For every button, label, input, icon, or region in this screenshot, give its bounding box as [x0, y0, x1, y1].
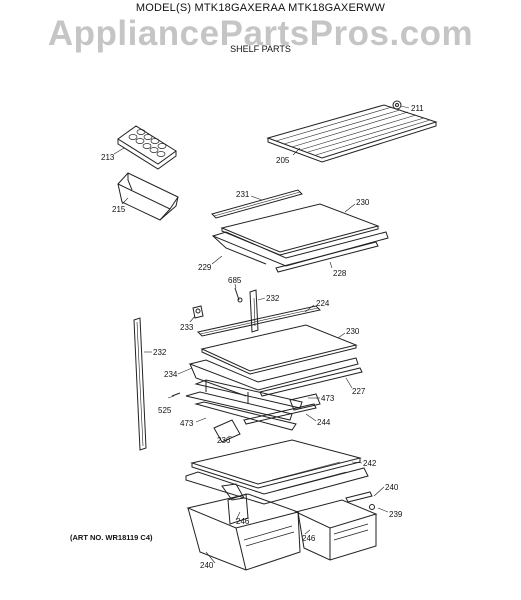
shelf-trim-231	[211, 189, 303, 219]
screw-211	[392, 100, 402, 110]
callout-227: 227	[352, 387, 366, 396]
callout-229: 229	[198, 263, 212, 272]
callout-234: 234	[164, 370, 178, 379]
model-line: MODEL(S) MTK18GAXERAA MTK18GAXERWW	[135, 2, 386, 14]
callout-685: 685	[228, 276, 242, 285]
shelf-bracket-232	[249, 289, 259, 333]
callout-232: 232	[153, 348, 167, 357]
callout-230: 230	[346, 327, 360, 336]
knob-233	[192, 305, 204, 319]
wire-shelf-205	[266, 104, 438, 163]
crisper-drawer-240-left	[186, 493, 301, 571]
door-bin-215	[117, 172, 179, 221]
callout-244: 244	[317, 418, 331, 427]
callout-230: 230	[356, 198, 370, 207]
callout-242: 242	[363, 459, 377, 468]
callout-525: 525	[158, 406, 172, 415]
callout-205: 205	[276, 156, 290, 165]
shelf-frame-234	[188, 357, 359, 397]
long-rail-232	[133, 317, 147, 451]
callout-232: 232	[266, 294, 280, 303]
section-title: SHELF PARTS	[230, 44, 291, 54]
screw-525	[171, 392, 181, 397]
crisper-cover-242	[185, 439, 369, 505]
shelf-support-236	[213, 419, 241, 443]
callout-239: 246	[236, 517, 250, 526]
egg-tray-213	[117, 125, 177, 170]
callout-215: 215	[112, 205, 126, 214]
callout-246: 246	[302, 534, 316, 543]
callout-labels: 211 205 213 215 231 230 229 228 685 232 …	[101, 104, 424, 570]
screw-685	[234, 287, 243, 303]
shelf-trim-228	[275, 241, 379, 273]
callout-240: 240	[385, 483, 399, 492]
watermark-logo: AppliancePartsPros.com	[47, 14, 474, 53]
callout-211: 211	[411, 104, 424, 113]
callout-473: 473	[321, 394, 335, 403]
callout-228: 228	[333, 269, 347, 278]
callout-233: 233	[180, 323, 194, 332]
callout-473: 473	[180, 419, 194, 428]
callout-240: 240	[200, 561, 214, 570]
shelf-trim-224	[197, 305, 321, 337]
callout-213: 213	[101, 153, 115, 162]
shelf-trim-227	[259, 367, 363, 397]
shelf-frame-229	[211, 231, 389, 267]
glass-shelf-230-middle	[200, 324, 358, 375]
callout-236: 236	[217, 436, 231, 445]
art-number-note: (ART NO. WR18119 C4)	[70, 533, 153, 542]
crisper-drawer-240-right	[294, 499, 378, 561]
slide-rails-473	[185, 379, 321, 431]
callout-224: 224	[316, 299, 330, 308]
callout-246: 239	[389, 510, 403, 519]
callout-231: 231	[236, 190, 250, 199]
rail-244	[243, 403, 317, 425]
rail-246-right	[345, 491, 375, 510]
